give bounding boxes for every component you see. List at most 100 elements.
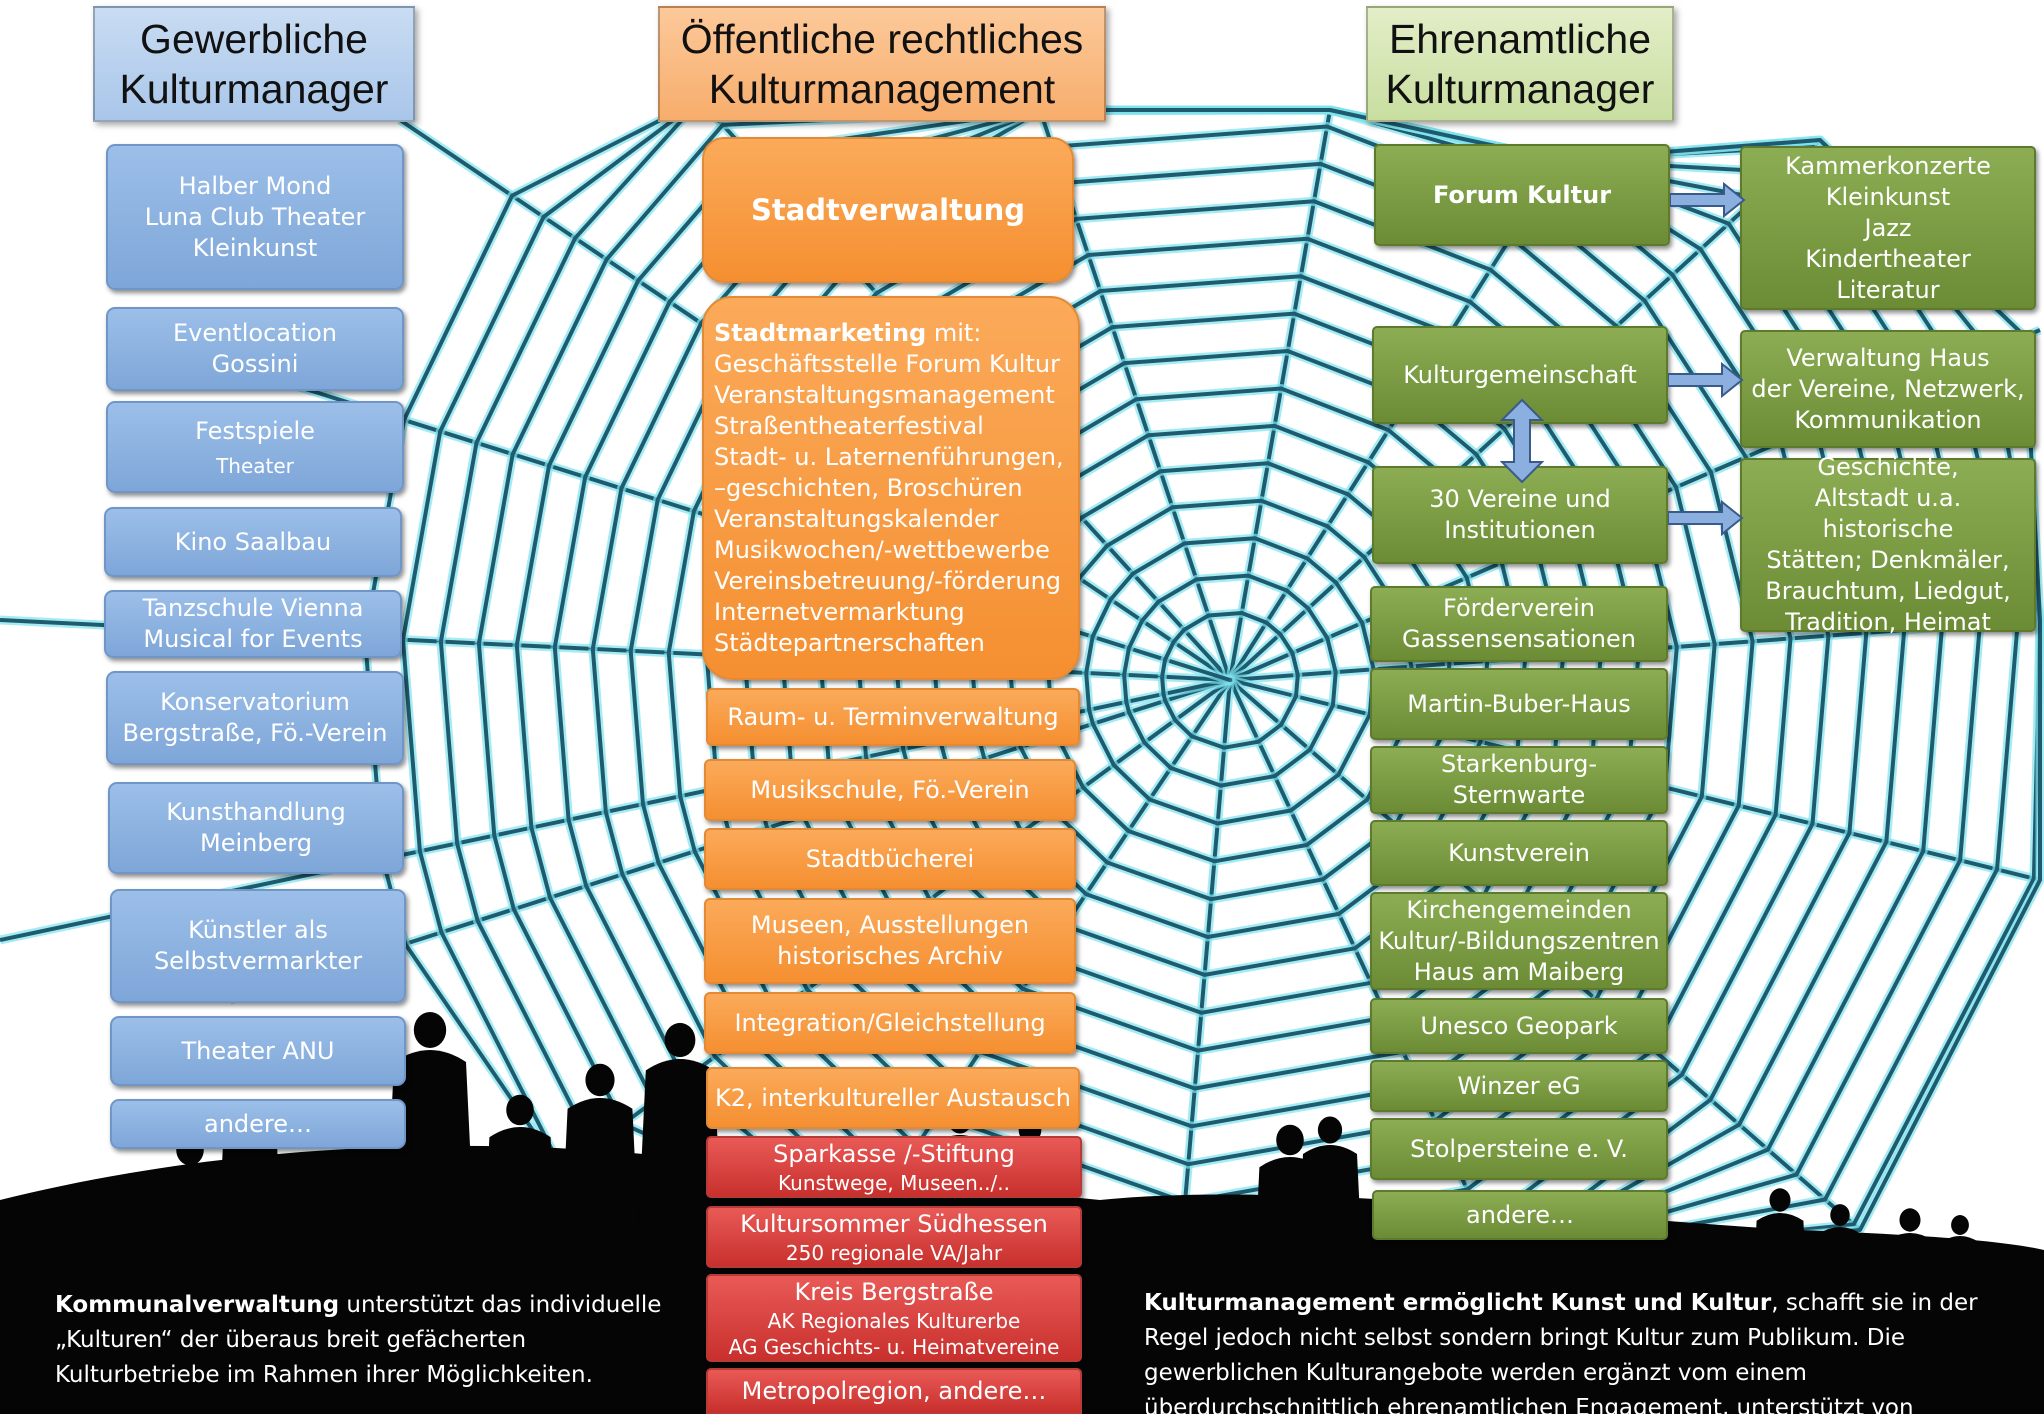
person-body-silhouette [1935, 1236, 1985, 1335]
right-item-kunstverein: Kunstverein [1370, 820, 1668, 886]
stadtmarketing-line: Stadt- u. Laternenführungen, [714, 443, 1064, 471]
item-line: Brauchtum, Liedgut, [1765, 577, 2011, 605]
right-item-winzer: Winzer eG [1370, 1060, 1668, 1112]
item-line: Kindertheater [1805, 244, 1971, 273]
side-box-forum: Kammerkonzerte Kleinkunst Jazz Kinderthe… [1740, 146, 2036, 310]
web-spiral-strand [1122, 573, 1338, 788]
item-line: Luna Club Theater [144, 202, 366, 231]
left-item-festspiele: Festspiele Theater [106, 401, 404, 493]
item-line: Musical for Events [143, 625, 363, 653]
left-item-kuenstler: Künstler als Selbstvermarkter [110, 889, 406, 1003]
item-line: Unesco Geopark [1420, 1011, 1618, 1040]
item-line: K2, interkultureller Austausch [715, 1083, 1071, 1112]
person-body-silhouette [1813, 1227, 1867, 1335]
item-line: Künstler als [188, 916, 328, 944]
item-line: Sparkasse /-Stiftung [773, 1139, 1015, 1168]
forum-kultur-box: Forum Kultur [1374, 144, 1670, 246]
item-line: Halber Mond [178, 171, 332, 200]
stadtmarketing-bold: Stadtmarketing [714, 319, 927, 347]
person-body-silhouette [482, 1127, 558, 1280]
web-spiral-strand [1160, 611, 1300, 750]
item-line: Kulturgemeinschaft [1403, 360, 1637, 389]
stadtmarketing-suffix: mit: [926, 319, 982, 347]
header-line: Kulturmanagement [708, 66, 1056, 112]
item-line: Selbstvermarkter [153, 947, 363, 975]
person-head-silhouette [1830, 1204, 1850, 1226]
mid-item-stadtbuecherei: Stadtbücherei [704, 828, 1076, 890]
note-left: Kommunalverwaltung unterstützt das indiv… [55, 1288, 685, 1393]
right-item-foerderverein: Förderverein Gassensensationen [1370, 586, 1668, 662]
header-gewerbliche: Gewerbliche Kulturmanager [93, 6, 415, 122]
person-head-silhouette [1899, 1208, 1921, 1232]
item-line: Stadtbücherei [805, 844, 975, 873]
stadtverwaltung-box: Stadtverwaltung [702, 137, 1074, 283]
mid-item-metropolregion: Metropolregion, andere… [706, 1368, 1082, 1414]
person-body-silhouette [1881, 1233, 1939, 1350]
stadtmarketing-line: –geschichten, Broschüren [714, 474, 1023, 502]
item-subline: AK Regionales Kulturerbe [767, 1308, 1021, 1333]
item-line: Forum Kultur [1432, 180, 1612, 209]
left-item-theater-anu: Theater ANU [110, 1016, 406, 1086]
left-item-konservatorium: Konservatorium Bergstraße, Fö.-Verein [106, 671, 404, 765]
item-line: Kleinkunst [192, 233, 318, 262]
mid-item-kreis: Kreis Bergstraße AK Regionales Kulturerb… [706, 1274, 1082, 1362]
person-head-silhouette [1276, 1124, 1304, 1156]
person-head-silhouette [413, 1012, 447, 1048]
header-line: Kulturmanager [119, 66, 389, 112]
stadtmarketing-line: Veranstaltungskalender [714, 505, 999, 533]
side-box-vereine: Geschichte, Altstadt u.a. historische St… [1740, 453, 2036, 636]
person-body-silhouette [560, 1098, 640, 1260]
mid-item-musikschule: Musikschule, Fö.-Verein [704, 759, 1076, 821]
person-head-silhouette [506, 1094, 534, 1126]
note-left-text: unterstützt das individuelle „Kulturen“ … [55, 1292, 662, 1388]
arrow-up-down-icon [1500, 398, 1544, 484]
mid-item-sparkasse: Sparkasse /-Stiftung Kunstwege, Museen..… [706, 1136, 1082, 1198]
left-item-kino: Kino Saalbau [104, 507, 402, 577]
stadtmarketing-line: Städtepartnerschaften [714, 629, 985, 657]
item-line: Starkenburg-Sternwarte [1440, 750, 1598, 809]
header-line: Öffentliche rechtliches [680, 16, 1084, 62]
item-line: Musikschule, Fö.-Verein [750, 775, 1030, 804]
item-subline: Theater [216, 453, 294, 478]
mid-item-k2: K2, interkultureller Austausch [706, 1067, 1080, 1129]
header-line: Ehrenamtliche [1388, 16, 1652, 62]
item-subline: Kunstwege, Museen../.. [778, 1170, 1010, 1195]
item-line: Martin-Buber-Haus [1407, 689, 1631, 718]
item-line: der Vereine, Netzwerk, [1751, 374, 2025, 403]
note-left-bold: Kommunalverwaltung [55, 1292, 340, 1318]
item-line: Kunstverein [1448, 838, 1590, 867]
person-head-silhouette [1769, 1188, 1791, 1212]
person-head-silhouette [585, 1063, 615, 1097]
item-line: Integration/Gleichstellung [734, 1008, 1046, 1037]
right-item-andere: andere… [1372, 1190, 1668, 1240]
web-spiral-strand [1046, 498, 1414, 864]
item-line: Haus am Maiberg [1413, 957, 1625, 986]
left-item-eventlocation: Eventlocation Gossini [106, 307, 404, 391]
header-ehrenamtlich: Ehrenamtliche Kulturmanager [1366, 6, 1674, 122]
right-item-sternwarte: Starkenburg-Sternwarte [1370, 746, 1668, 814]
arrow-vereine-right-icon [1668, 499, 1744, 537]
arrow-kulturgemeinschaft-right-icon [1668, 361, 1744, 399]
person-head-silhouette [1317, 1116, 1343, 1144]
right-item-geopark: Unesco Geopark [1370, 998, 1668, 1054]
web-spiral-strand [704, 161, 1755, 1205]
person-body-silhouette [152, 1167, 228, 1320]
item-line: Stolpersteine e. V. [1410, 1134, 1628, 1163]
right-item-martin-buber: Martin-Buber-Haus [1370, 668, 1668, 740]
header-oeffentlich: Öffentliche rechtliches Kulturmanagement [658, 6, 1106, 122]
note-right: Kulturmanagement ermöglicht Kunst und Ku… [1144, 1286, 2036, 1414]
item-line: Bergstraße, Fö.-Verein [122, 719, 388, 747]
item-line: Stätten; Denkmäler, [1766, 546, 2010, 574]
item-line: Kino Saalbau [174, 527, 332, 556]
side-box-kulturgemeinschaft: Verwaltung Haus der Vereine, Netzwerk, K… [1740, 330, 2036, 448]
item-line: Gossini [211, 350, 299, 378]
stadtmarketing-box: Stadtmarketing mit: Geschäftsstelle Foru… [702, 296, 1080, 680]
item-subline: 250 regionale VA/Jahr [785, 1240, 1003, 1265]
item-line: Kultursommer Südhessen [740, 1209, 1048, 1238]
stadtmarketing-title: Stadtmarketing mit: [714, 318, 981, 349]
item-line: historisches Archiv [777, 942, 1003, 970]
note-right-text: , schafft sie in der Regel jedoch nicht … [1144, 1290, 1978, 1414]
stadtmarketing-line: Veranstaltungsmanagement [714, 381, 1055, 409]
stadtmarketing-line: Straßentheaterfestival [714, 412, 984, 440]
item-line: Verwaltung Haus [1786, 343, 1990, 372]
